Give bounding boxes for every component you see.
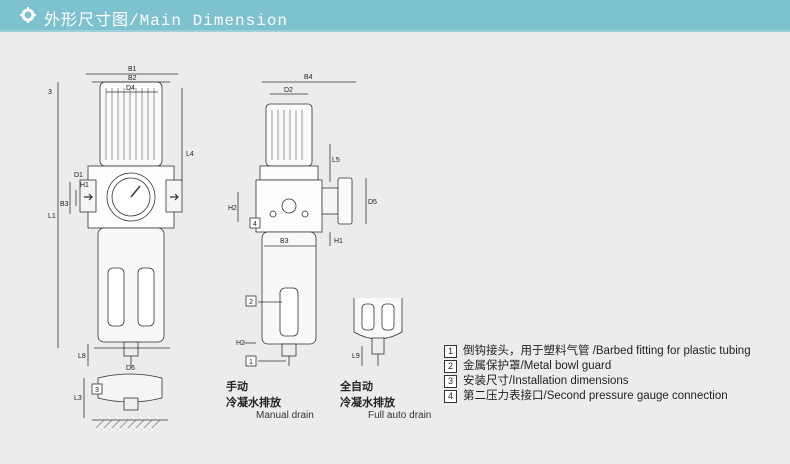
manual-drain-caption-zh-2: 冷凝水排放 bbox=[226, 396, 281, 409]
legend-item: 3 安装尺寸/Installation dimensions bbox=[444, 374, 751, 389]
dim-d4: D4 bbox=[126, 85, 135, 92]
dim-h2: H2 bbox=[228, 205, 237, 212]
dim-3-top: 3 bbox=[48, 89, 52, 96]
dim-b2: B2 bbox=[128, 75, 137, 82]
legend-text: 安装尺寸/Installation dimensions bbox=[463, 375, 629, 387]
legend-text: 金属保护罩/Metal bowl guard bbox=[463, 360, 612, 372]
legend-item: 4 第二压力表接口/Second pressure gauge connecti… bbox=[444, 389, 751, 404]
dim-b3: B3 bbox=[60, 201, 69, 208]
legend-number: 4 bbox=[444, 390, 457, 403]
header-bar: 外形尺寸图/Main Dimension bbox=[0, 0, 790, 30]
dim-h2-lower: H2 bbox=[236, 340, 245, 347]
dimension-drawing: B1 B2 D4 3 L4 D1 H1 B3 L1 L8 D6 L3 3 B4 … bbox=[48, 66, 403, 429]
dim-l5: L5 bbox=[332, 157, 340, 164]
dim-d1: D1 bbox=[74, 172, 83, 179]
legend-text: 倒钩接头，用于塑料气管 /Barbed fitting for plastic … bbox=[463, 345, 751, 357]
dim-b4: B4 bbox=[304, 74, 313, 81]
callout-3: 3 bbox=[95, 387, 99, 394]
legend-number: 2 bbox=[444, 360, 457, 373]
legend-item: 2 金属保护罩/Metal bowl guard bbox=[444, 359, 751, 374]
dim-l4: L4 bbox=[186, 151, 194, 158]
legend-number: 1 bbox=[444, 345, 457, 358]
auto-drain-view bbox=[353, 298, 403, 366]
dim-l8: L8 bbox=[78, 353, 86, 360]
callout-2: 2 bbox=[249, 299, 253, 306]
dim-d5: D5 bbox=[368, 199, 377, 206]
dim-b1: B1 bbox=[128, 66, 137, 73]
auto-drain-caption-zh-2: 冷凝水排放 bbox=[340, 396, 395, 409]
legend: 1 倒钩接头，用于塑料气管 /Barbed fitting for plasti… bbox=[444, 344, 751, 404]
callout-1: 1 bbox=[249, 359, 253, 366]
side-view bbox=[237, 81, 367, 367]
header-divider bbox=[0, 30, 790, 32]
page-title: 外形尺寸图/Main Dimension bbox=[44, 12, 289, 30]
dim-l1: L1 bbox=[48, 213, 56, 220]
dim-l3: L3 bbox=[74, 395, 82, 402]
auto-drain-caption-en: Full auto drain bbox=[368, 410, 432, 421]
manual-drain-caption-en: Manual drain bbox=[256, 410, 314, 421]
dim-d6: D6 bbox=[126, 365, 135, 372]
dim-b3-side: B3 bbox=[280, 238, 289, 245]
auto-drain-caption-zh-1: 全自动 bbox=[340, 380, 373, 393]
dim-h1-side: H1 bbox=[334, 238, 343, 245]
dim-h1: H1 bbox=[80, 182, 89, 189]
manual-drain-caption-zh-1: 手动 bbox=[226, 380, 248, 393]
legend-number: 3 bbox=[444, 375, 457, 388]
callout-4: 4 bbox=[253, 221, 257, 228]
dim-d2: D2 bbox=[284, 87, 293, 94]
legend-item: 1 倒钩接头，用于塑料气管 /Barbed fitting for plasti… bbox=[444, 344, 751, 359]
dim-l9: L9 bbox=[352, 353, 360, 360]
legend-text: 第二压力表接口/Second pressure gauge connection bbox=[463, 390, 728, 402]
gear-icon bbox=[20, 7, 36, 23]
front-view bbox=[57, 73, 183, 429]
